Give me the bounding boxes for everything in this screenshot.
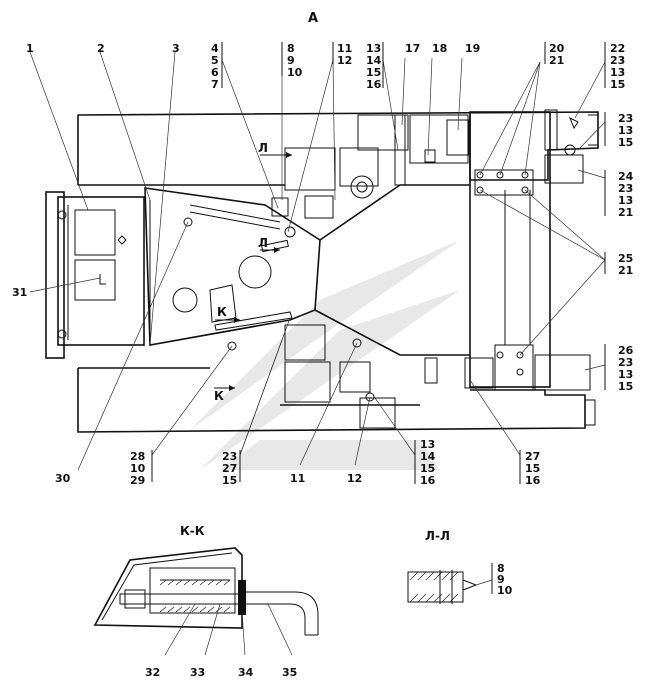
label-13b: 13 — [610, 66, 625, 79]
callouts-top: 1 2 3 4 5 6 7 8 9 10 11 12 13 14 15 16 1… — [26, 42, 625, 91]
label-10: 10 — [287, 66, 303, 79]
svg-text:16: 16 — [525, 474, 541, 487]
label-23: 23 — [610, 54, 625, 67]
svg-text:27: 27 — [525, 450, 540, 463]
section-marker-k-upper: К — [215, 305, 240, 323]
svg-text:15: 15 — [420, 462, 435, 475]
svg-text:23: 23 — [618, 182, 633, 195]
label-30: 30 — [55, 472, 71, 485]
svg-text:Л: Л — [258, 236, 268, 250]
section-marker-l-lower: Л — [258, 236, 280, 253]
label-14: 14 — [366, 54, 382, 67]
callouts-right: 23 13 15 24 23 13 21 25 21 26 23 13 15 — [604, 112, 634, 393]
svg-text:15: 15 — [222, 474, 237, 487]
svg-text:К: К — [217, 305, 227, 319]
svg-text:15: 15 — [618, 380, 633, 393]
label-6: 6 — [211, 66, 219, 79]
svg-text:13: 13 — [618, 124, 633, 137]
label-8: 8 — [287, 42, 295, 55]
svg-text:14: 14 — [420, 450, 436, 463]
section-kk-title: К-К — [180, 524, 205, 538]
svg-text:26: 26 — [618, 344, 634, 357]
svg-text:29: 29 — [130, 474, 145, 487]
label-31: 31 — [12, 286, 27, 299]
svg-text:16: 16 — [420, 474, 436, 487]
label-17: 17 — [405, 42, 420, 55]
callouts-bottom: 28 10 29 23 27 15 11 12 13 14 15 16 27 1… — [130, 438, 541, 487]
svg-text:23: 23 — [618, 356, 633, 369]
label-12: 12 — [337, 54, 352, 67]
svg-text:11: 11 — [290, 472, 305, 485]
svg-text:Л: Л — [258, 141, 268, 155]
svg-text:23: 23 — [618, 112, 633, 125]
leader-lines — [29, 51, 606, 471]
frame-plan-view — [45, 109, 599, 433]
label-13: 13 — [366, 42, 381, 55]
label-7: 7 — [211, 78, 219, 91]
label-21: 21 — [549, 54, 564, 67]
label-22: 22 — [610, 42, 625, 55]
svg-text:К: К — [214, 389, 224, 403]
svg-text:24: 24 — [618, 170, 634, 183]
svg-text:13: 13 — [420, 438, 435, 451]
label-ll-8: 8 — [497, 562, 505, 575]
label-20: 20 — [549, 42, 565, 55]
label-3: 3 — [172, 42, 180, 55]
svg-text:21: 21 — [618, 206, 633, 219]
svg-text:27: 27 — [222, 462, 237, 475]
callouts-left: 31 30 — [12, 286, 71, 485]
section-marker-l-upper: Л — [258, 141, 292, 158]
label-35: 35 — [282, 666, 297, 679]
label-ll-9: 9 — [497, 573, 505, 586]
label-33: 33 — [190, 666, 205, 679]
label-15: 15 — [366, 66, 381, 79]
label-5: 5 — [211, 54, 219, 67]
label-11: 11 — [337, 42, 352, 55]
section-k-k: К-К 32 33 34 35 — [93, 524, 319, 679]
label-4: 4 — [211, 42, 219, 55]
label-18: 18 — [432, 42, 447, 55]
svg-text:12: 12 — [347, 472, 362, 485]
svg-text:15: 15 — [525, 462, 540, 475]
label-9: 9 — [287, 54, 295, 67]
svg-text:23: 23 — [222, 450, 237, 463]
label-1: 1 — [26, 42, 34, 55]
label-19: 19 — [465, 42, 480, 55]
svg-text:21: 21 — [618, 264, 633, 277]
label-16: 16 — [366, 78, 382, 91]
label-15b: 15 — [610, 78, 625, 91]
label-34: 34 — [238, 666, 254, 679]
svg-text:25: 25 — [618, 252, 633, 265]
section-ll-title: Л-Л — [425, 529, 450, 543]
svg-text:28: 28 — [130, 450, 145, 463]
section-marker-k-lower: К — [214, 385, 235, 403]
view-title: А — [308, 11, 318, 26]
label-ll-10: 10 — [497, 584, 513, 597]
label-32: 32 — [145, 666, 160, 679]
svg-text:13: 13 — [618, 368, 633, 381]
svg-text:13: 13 — [618, 194, 633, 207]
label-2: 2 — [97, 42, 105, 55]
svg-text:15: 15 — [618, 136, 633, 149]
svg-text:10: 10 — [130, 462, 146, 475]
section-l-l: Л-Л 8 9 10 — [407, 529, 513, 604]
